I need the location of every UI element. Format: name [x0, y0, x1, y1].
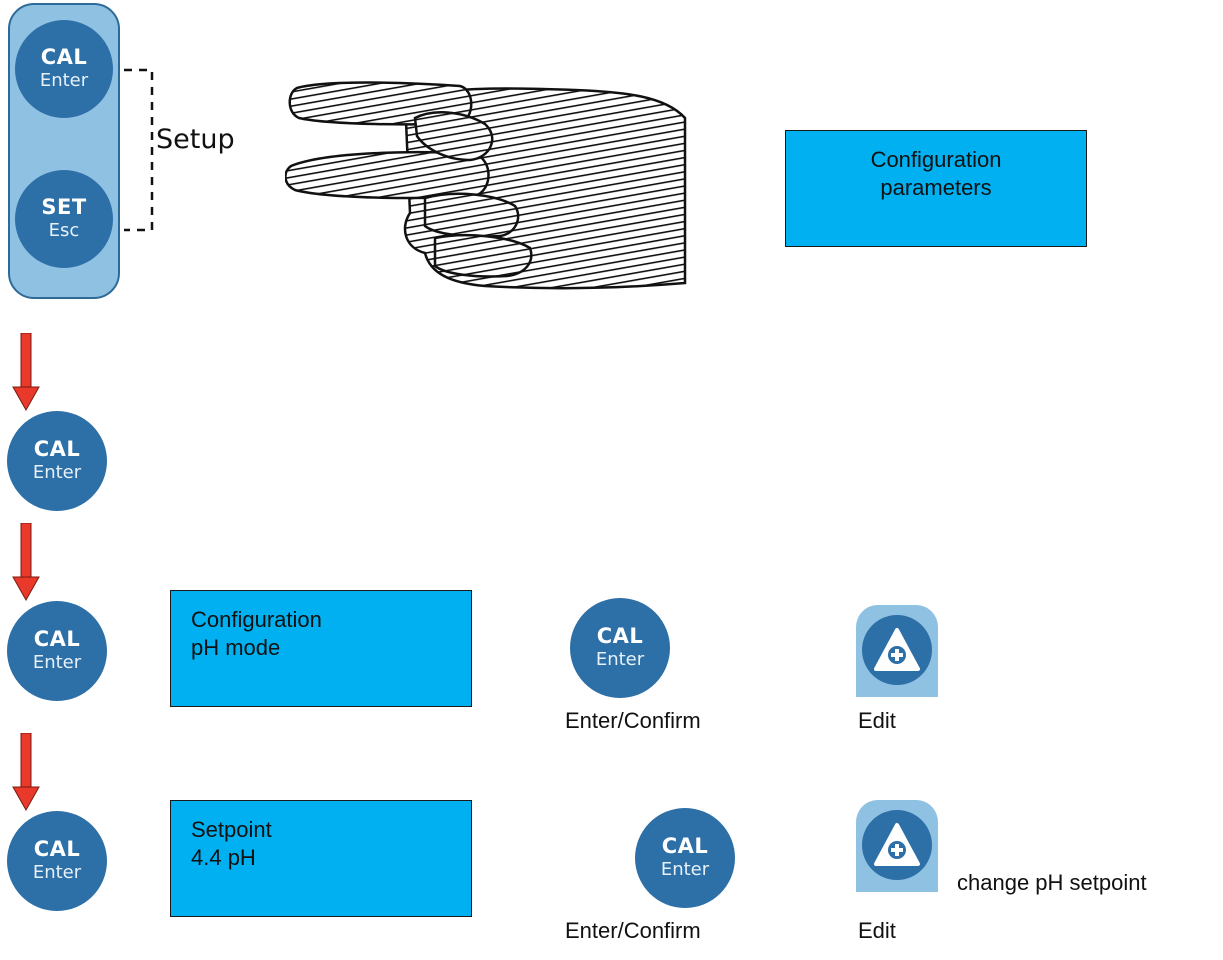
setup-label: Setup	[156, 124, 235, 155]
cal-label: CAL	[33, 837, 81, 861]
step-2-cal-enter-button[interactable]: CAL Enter	[7, 601, 107, 701]
cal-label: CAL	[33, 437, 81, 461]
enter-label: Enter	[32, 862, 82, 883]
enter-label: Enter	[660, 859, 710, 880]
display-line-1: Setpoint	[191, 817, 272, 842]
cal-label: CAL	[661, 834, 709, 858]
step-3-cal-enter-button[interactable]: CAL Enter	[7, 811, 107, 911]
plus-triangle-icon	[874, 628, 920, 671]
display-line-2: parameters	[880, 175, 992, 200]
down-arrow-icon	[12, 733, 40, 811]
display-line-1: Configuration	[870, 147, 1002, 172]
set-label: SET	[41, 195, 87, 219]
cal-enter-button[interactable]: CAL Enter	[15, 20, 113, 118]
esc-label: Esc	[48, 220, 80, 241]
enter-confirm-label: Enter/Confirm	[565, 708, 701, 733]
config-parameters-display: Configuration parameters	[785, 130, 1087, 247]
config-ph-mode-display: Configuration pH mode	[170, 590, 472, 707]
edit-label: Edit	[858, 918, 896, 943]
set-esc-button[interactable]: SET Esc	[15, 170, 113, 268]
cal-label: CAL	[33, 627, 81, 651]
down-arrow-icon	[12, 523, 40, 601]
setup-bracket	[124, 68, 154, 232]
setpoint-display: Setpoint 4.4 pH	[170, 800, 472, 917]
step-1-cal-enter-button[interactable]: CAL Enter	[7, 411, 107, 511]
enter-label: Enter	[32, 462, 82, 483]
change-ph-setpoint-label: change pH setpoint	[957, 870, 1147, 895]
enter-label: Enter	[39, 70, 89, 91]
cal-label: CAL	[40, 45, 88, 69]
display-line-2: 4.4 pH	[191, 845, 256, 870]
enter-confirm-label: Enter/Confirm	[565, 918, 701, 943]
display-line-1: Configuration	[191, 607, 322, 632]
step-3-edit-button[interactable]	[856, 800, 938, 892]
down-arrow-icon	[12, 333, 40, 411]
keypad-panel: CAL Enter SET Esc	[8, 3, 120, 299]
display-line-2: pH mode	[191, 635, 281, 660]
step-2-confirm-cal-enter-button[interactable]: CAL Enter	[570, 598, 670, 698]
cal-label: CAL	[596, 624, 644, 648]
step-2-edit-button[interactable]	[856, 605, 938, 697]
enter-label: Enter	[595, 649, 645, 670]
plus-triangle-icon	[874, 823, 920, 866]
enter-label: Enter	[32, 652, 82, 673]
step-3-confirm-cal-enter-button[interactable]: CAL Enter	[635, 808, 735, 908]
two-finger-hand-icon	[285, 81, 687, 290]
edit-label: Edit	[858, 708, 896, 733]
